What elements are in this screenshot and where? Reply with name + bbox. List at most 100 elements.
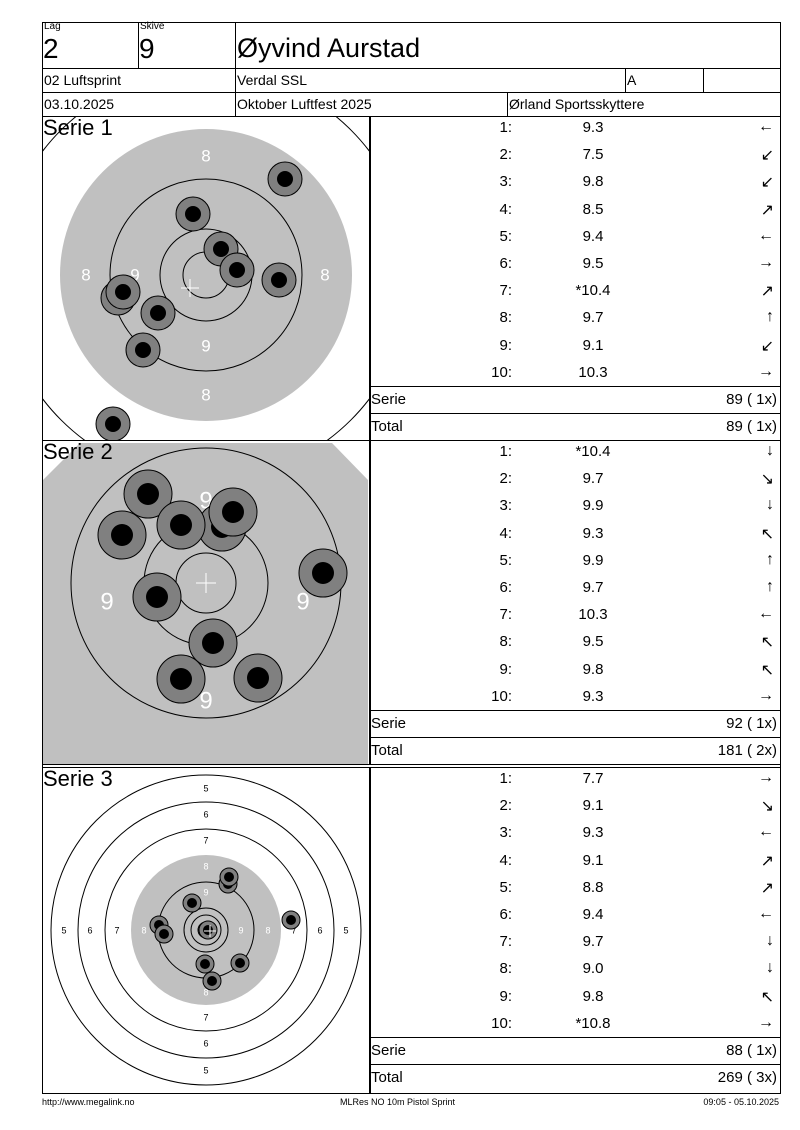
shot-row: 8:9.0↓ (370, 957, 780, 984)
ring-label: 7 (203, 1012, 208, 1022)
target-3: 5678998765567898765 (50, 774, 362, 1086)
shot-row: 4:8.5↗ (370, 198, 780, 225)
shot-score: 9.1 (582, 851, 604, 869)
shot-row: 1:9.3← (370, 116, 780, 143)
shot-score: 9.7 (582, 309, 604, 327)
target-ring (109, 178, 303, 372)
ring-label: 8 (265, 925, 270, 935)
shot-row: 4:9.3↖ (370, 522, 780, 549)
shot-score: 9.5 (582, 633, 604, 651)
shot-row: 2:9.1↘ (370, 794, 780, 821)
shot-row: 7:*10.4↗ (370, 279, 780, 306)
ring-label: 9 (238, 925, 243, 935)
serie-score: 92 ( 1x) (726, 715, 777, 732)
shot-score: 9.9 (582, 497, 604, 515)
serie-sum-row: Serie 88 ( 1x) (370, 1037, 780, 1064)
ring-label: 6 (87, 925, 92, 935)
ring-label: 5 (343, 925, 348, 935)
shot-number: 8: (499, 960, 512, 978)
shot-number: 10: (491, 363, 512, 381)
shot-number: 6: (499, 579, 512, 596)
shot-number: 5: (499, 878, 512, 896)
center-cross (204, 925, 216, 937)
serie-label: Serie (371, 715, 407, 732)
shot-direction-arrow-icon: → (758, 769, 774, 786)
shot-number: 4: (499, 200, 512, 218)
shot-score: 9.8 (582, 173, 604, 191)
shot-number: 8: (499, 309, 512, 327)
series-title: Serie 2 (43, 439, 113, 464)
shot-direction-arrow-icon: ↑ (766, 578, 774, 595)
target-ring (183, 907, 229, 953)
shot-row: 1:*10.4↓ (370, 440, 780, 467)
event: Oktober Luftfest 2025 (237, 96, 372, 112)
shot-center (137, 483, 159, 505)
shot-score: 9.3 (582, 687, 604, 705)
shot-direction-arrow-icon: ← (758, 605, 774, 623)
shot-row: 8:9.7↑ (370, 306, 780, 333)
shot-score: 9.3 (582, 524, 604, 542)
footer-timestamp: 09:05 - 05.10.2025 (703, 1097, 779, 1107)
ring-label: 7 (114, 925, 119, 935)
shot-number: 2: (499, 470, 512, 488)
shot-number: 7: (499, 606, 512, 624)
serie-sum-row: Serie 92 ( 1x) (370, 710, 780, 737)
shot-score: 8.5 (582, 200, 604, 218)
shot-number: 8: (499, 633, 512, 651)
target-ring (104, 828, 308, 1032)
shot-direction-arrow-icon: ↗ (760, 283, 774, 301)
shot-number: 9: (499, 336, 512, 354)
shot-direction-arrow-icon: → (758, 1013, 774, 1031)
ring-label: 9 (296, 588, 309, 615)
shot-row: 1:7.7→ (370, 767, 780, 794)
shot-center (247, 667, 269, 689)
shot-direction-arrow-icon: ↖ (760, 661, 774, 679)
total-score: 89 ( 1x) (726, 418, 777, 435)
shot-direction-arrow-icon: → (758, 362, 774, 380)
shot-number: 4: (499, 524, 512, 542)
skive-value: 9 (139, 33, 155, 64)
shot-center (229, 262, 245, 278)
shot-number: 1: (499, 443, 512, 460)
shot-direction-arrow-icon: ↙ (760, 147, 774, 165)
center-cross (196, 573, 216, 593)
shot-row: 10: *10.8 → (370, 1012, 780, 1039)
shot-score: 9.4 (582, 906, 604, 923)
shot-center (170, 668, 192, 690)
shot-center (105, 416, 121, 432)
lag-value: 2 (43, 33, 59, 64)
shot-score: 7.7 (582, 770, 604, 787)
shot-score: 9.1 (582, 797, 604, 815)
grade: A (627, 72, 637, 88)
shot-center (135, 342, 151, 358)
serie-score: 88 ( 1x) (726, 1042, 777, 1059)
shot-number: 2: (499, 146, 512, 164)
shooter-name: Øyvind Aurstad (237, 33, 421, 63)
shot-score: *10.8 (575, 1014, 611, 1032)
club: Verdal SSL (237, 72, 308, 88)
serie-label: Serie (371, 391, 407, 408)
shot-number: 9: (499, 660, 512, 678)
target-ring (190, 914, 222, 946)
series-title: Serie 1 (43, 115, 113, 140)
shot-number: 10: (491, 1014, 512, 1032)
ring-label: 8 (201, 385, 210, 404)
ring-label: 5 (203, 1065, 208, 1075)
footer-url[interactable]: http://www.megalink.no (42, 1097, 135, 1107)
shot-number: 5: (499, 227, 512, 245)
target-ring (50, 774, 362, 1086)
shot-direction-arrow-icon: → (758, 686, 774, 704)
shot-row: 5:8.8↗ (370, 876, 780, 903)
shot-score: 9.7 (582, 470, 604, 488)
shot-direction-arrow-icon: ↗ (760, 879, 774, 897)
shot-center (115, 284, 131, 300)
shot-row: 9:9.8↖ (370, 658, 780, 685)
series-panel-3 (42, 767, 781, 1094)
shot-direction-arrow-icon: ↓ (766, 496, 774, 514)
shot-score: 9.0 (582, 960, 604, 978)
shot-row: 10:9.3→ (370, 685, 780, 712)
serie-label: Serie (371, 1042, 407, 1059)
shot-row: 9:9.1↙ (370, 334, 780, 361)
series-panel-2 (42, 440, 781, 765)
